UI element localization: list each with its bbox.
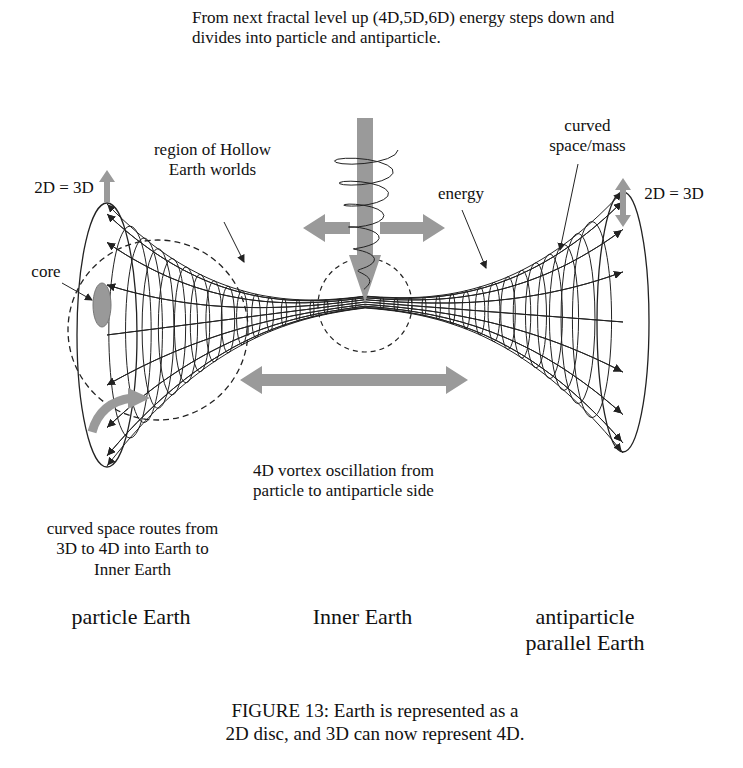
section-label: particle Earth bbox=[70, 604, 192, 630]
vortex-ring bbox=[475, 287, 485, 335]
vortex-ring bbox=[296, 300, 300, 322]
flow-arrowhead bbox=[616, 369, 621, 372]
callout-label: region of Hollow Earth worlds bbox=[150, 140, 275, 181]
vortex-ring bbox=[324, 300, 328, 315]
flow-arrowhead bbox=[616, 231, 621, 235]
section-label: antiparticle parallel Earth bbox=[500, 604, 670, 657]
flow-arrowhead bbox=[616, 408, 621, 412]
section-label: Inner Earth bbox=[280, 604, 445, 630]
vortex-ring bbox=[394, 298, 398, 312]
flow-arrowhead bbox=[616, 369, 621, 372]
curved-space-line bbox=[107, 308, 623, 457]
oscillation-arrow bbox=[240, 366, 468, 394]
callout-label: energy bbox=[428, 184, 494, 204]
entry-arrow-head bbox=[128, 388, 150, 409]
flow-arrowhead bbox=[616, 273, 621, 275]
curved-space-line bbox=[107, 302, 623, 335]
vortex-ring bbox=[158, 258, 185, 395]
energy-spiral bbox=[335, 150, 399, 289]
core-oval bbox=[93, 283, 111, 327]
flow-arrowhead bbox=[108, 423, 112, 427]
antiparticle-disc bbox=[597, 192, 649, 452]
callout-label: core bbox=[22, 262, 70, 282]
note-text: 4D vortex oscillation from particle to a… bbox=[236, 461, 451, 502]
curved-space-line bbox=[107, 308, 623, 457]
flow-arrowhead bbox=[108, 450, 112, 455]
flow-arrowhead bbox=[108, 243, 112, 246]
vortex-ring bbox=[462, 291, 470, 329]
vortex-ring bbox=[281, 299, 287, 327]
vortex-ring bbox=[352, 297, 356, 309]
vortex-ring bbox=[449, 294, 455, 324]
vortex-ring bbox=[572, 222, 611, 418]
energy-arrow bbox=[303, 118, 445, 302]
note-text: curved space routes from 3D to 4D into E… bbox=[40, 519, 225, 580]
vortex-ring bbox=[436, 296, 441, 320]
curved-space-line bbox=[107, 302, 623, 335]
flow-arrowhead bbox=[108, 205, 112, 209]
vortex-ring bbox=[380, 297, 384, 309]
vortex-ring bbox=[488, 282, 500, 341]
vortex-ring bbox=[525, 263, 546, 368]
vortex-ring bbox=[422, 297, 426, 316]
figure-caption: FIGURE 13: Earth is represented as a 2D … bbox=[220, 700, 530, 746]
curved-space-line bbox=[107, 306, 623, 427]
flow-arrowhead bbox=[108, 215, 112, 219]
flow-arrowhead bbox=[616, 408, 621, 412]
flow-arrowhead bbox=[108, 423, 112, 427]
vortex-ring bbox=[126, 238, 163, 422]
curved-space-line bbox=[107, 304, 623, 385]
vortex-ring bbox=[538, 254, 563, 379]
entry-arrow bbox=[92, 398, 132, 432]
vortex-ring bbox=[561, 234, 595, 404]
flow-arrowhead bbox=[108, 450, 112, 455]
vortex-ring bbox=[190, 274, 210, 372]
vortex-ring bbox=[310, 300, 314, 318]
leader-line bbox=[62, 164, 578, 300]
vortex-ring bbox=[206, 281, 222, 362]
vortex-ring bbox=[513, 270, 531, 358]
dimension-label: 2D = 3D bbox=[22, 178, 106, 198]
flow-arrowhead bbox=[616, 273, 621, 275]
vortex-ring bbox=[338, 299, 342, 312]
dimension-label: 2D = 3D bbox=[632, 184, 716, 204]
flow-arrowhead bbox=[108, 215, 112, 219]
flow-arrowhead bbox=[108, 460, 112, 465]
vortex-ring bbox=[267, 297, 274, 332]
particle-disc bbox=[77, 203, 137, 467]
note-text: From next fractal level up (4D,5D,6D) en… bbox=[192, 8, 642, 49]
vortex-ring bbox=[221, 286, 234, 353]
flow-arrowhead bbox=[616, 435, 621, 441]
flow-arrowhead bbox=[616, 231, 621, 235]
hollow-earth-region bbox=[68, 240, 248, 420]
curved-space-line bbox=[107, 306, 623, 427]
flow-arrowhead bbox=[108, 243, 112, 246]
callout-label: curved space/mass bbox=[540, 116, 635, 157]
flow-arrowhead bbox=[616, 435, 621, 441]
vortex-ring bbox=[252, 294, 261, 338]
